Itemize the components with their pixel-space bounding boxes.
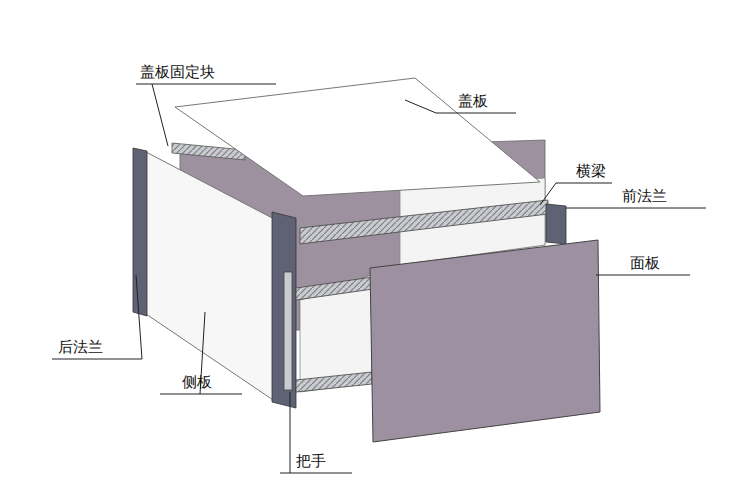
part-label: 前法兰 [622,187,667,205]
part-label: 面板 [630,254,660,272]
part-label: 盖板 [458,92,488,110]
part-label: 后法兰 [58,338,103,356]
part-label: 横梁 [576,162,606,180]
part-label: 把手 [296,452,326,470]
part-label: 侧板 [182,373,212,391]
part-label: 盖板固定块 [140,63,215,81]
